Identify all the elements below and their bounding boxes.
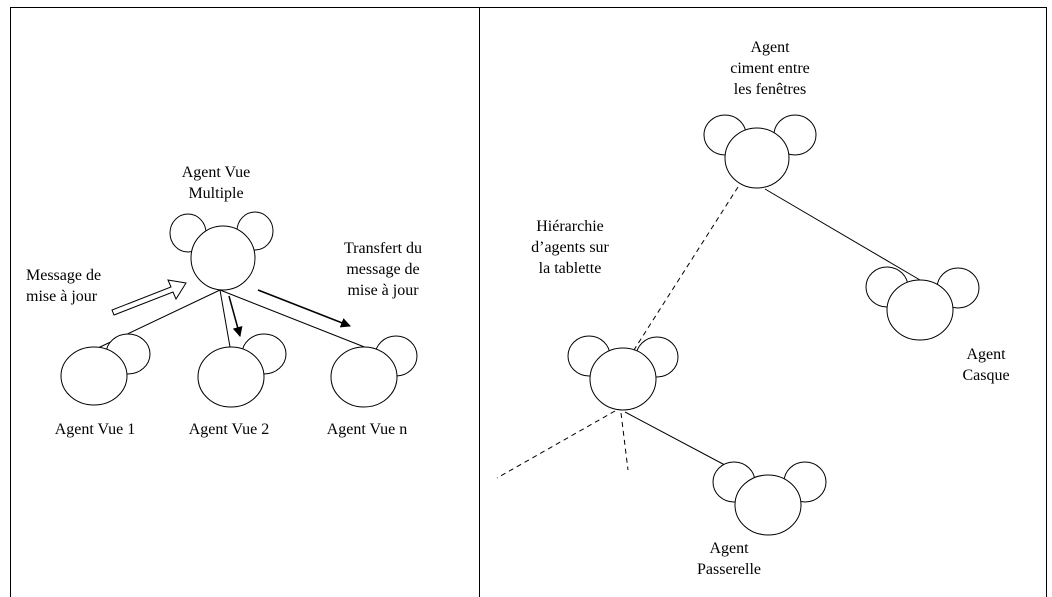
label-line: message de xyxy=(346,261,420,278)
agent-vue-1-node xyxy=(60,333,151,406)
head xyxy=(330,346,398,408)
agent-ciment-node xyxy=(703,114,817,189)
label-line: Agent Vue xyxy=(181,164,251,181)
label-line: Agent xyxy=(709,540,749,557)
label-line: Agent xyxy=(966,346,1006,363)
label-line: Passerelle xyxy=(697,561,761,578)
link-cement-to-helmet xyxy=(764,188,921,281)
head xyxy=(724,127,790,189)
agent-vue-multiple-node xyxy=(169,211,274,291)
head xyxy=(190,225,256,291)
label-line: mise à jour xyxy=(26,288,98,305)
agent-casque-node xyxy=(865,266,980,341)
head xyxy=(589,347,657,411)
link-multi-to-vn xyxy=(219,289,368,349)
head xyxy=(734,474,802,536)
label-line: mise à jour xyxy=(347,282,419,299)
label-line: Agent xyxy=(750,39,790,56)
link-tablet-down xyxy=(620,412,629,471)
label-agent-ciment: Agent ciment entre les fenêtres xyxy=(730,37,810,100)
label-agent-vue-2: Agent Vue 2 xyxy=(188,421,270,438)
label-line: Transfert du xyxy=(343,240,423,257)
label-transfert-message: Transfert du message de mise à jour xyxy=(344,238,422,301)
head xyxy=(60,346,128,406)
label-line: Multiple xyxy=(188,185,244,202)
label-line: d’agents sur xyxy=(531,239,609,256)
label-agent-vue-multiple: Agent Vue Multiple xyxy=(182,162,251,204)
head xyxy=(886,279,954,341)
head xyxy=(197,346,265,408)
link-multi-to-v2 xyxy=(219,289,231,348)
label-line: la tablette xyxy=(538,260,602,277)
label-hierarchie-tablette: Hiérarchie d’agents sur la tablette xyxy=(531,216,609,279)
label-agent-casque: Agent Casque xyxy=(962,344,1009,386)
arrow-to-agent-vue-2 xyxy=(228,295,243,337)
label-line: les fenêtres xyxy=(733,81,807,98)
label-message-mise-a-jour: Message de mise à jour xyxy=(26,265,101,307)
label-line: Message de xyxy=(26,267,102,284)
agent-passerelle-node xyxy=(712,461,827,536)
label-line: Hiérarchie xyxy=(536,218,604,235)
agent-tablette-node xyxy=(567,335,679,411)
right-connections xyxy=(496,186,921,479)
link-tablet-to-left xyxy=(496,410,616,479)
link-tablet-to-gateway xyxy=(624,411,739,473)
agent-vue-2-node xyxy=(197,333,287,408)
arrow-transfer xyxy=(257,289,351,328)
label-agent-vue-1: Agent Vue 1 xyxy=(54,421,136,438)
label-line: Casque xyxy=(962,367,1010,384)
link-cement-to-tablet xyxy=(631,186,739,354)
update-message-arrow xyxy=(111,279,187,316)
outer-frame xyxy=(10,7,1047,597)
agent-vue-n-node xyxy=(330,335,418,408)
label-agent-passerelle: Agent Passerelle xyxy=(697,538,761,580)
label-agent-vue-n: Agent Vue n xyxy=(326,421,408,438)
label-line: ciment entre xyxy=(730,60,810,77)
